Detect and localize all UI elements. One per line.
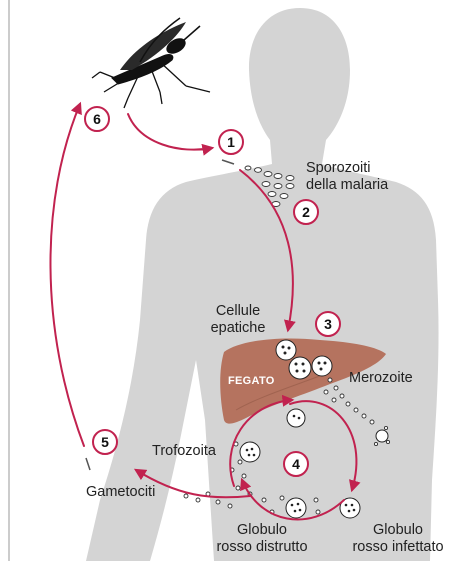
infected-rbc-label-line2: rosso infettato xyxy=(336,539,460,556)
sporozoites-label: Sporozoiti della malaria xyxy=(306,160,388,194)
step-1-badge: 1 xyxy=(218,129,244,155)
destroyed-rbc-label: Globulo rosso distrutto xyxy=(200,522,324,556)
gametocytes-label: Gametociti xyxy=(86,484,155,501)
destroyed-rbc-label-line2: rosso distrutto xyxy=(200,539,324,556)
infected-rbc-label: Globulo rosso infettato xyxy=(336,522,460,556)
arrow-back-to-mosquito xyxy=(50,104,84,446)
mosquito xyxy=(92,18,210,108)
merozoite-label: Merozoite xyxy=(349,370,413,387)
step-2-badge: 2 xyxy=(293,199,319,225)
human-silhouette xyxy=(86,0,475,561)
step-4-badge: 4 xyxy=(283,451,309,477)
hepatic-cells-label: Cellule epatiche xyxy=(198,303,278,337)
liver-label: FEGATO xyxy=(228,375,275,387)
infected-rbc-label-line1: Globulo xyxy=(336,522,460,539)
sporozoites-label-line1: Sporozoiti xyxy=(306,160,388,177)
hepatic-cells-label-line2: epatiche xyxy=(198,320,278,337)
destroyed-rbc-label-line1: Globulo xyxy=(200,522,324,539)
hepatic-cells-label-line1: Cellule xyxy=(198,303,278,320)
sporozoites-label-line2: della malaria xyxy=(306,177,388,194)
step-3-badge: 3 xyxy=(315,311,341,337)
arrow-mosquito-to-skin xyxy=(128,114,212,150)
step-5-badge: 5 xyxy=(92,429,118,455)
trophozoite-label: Trofozoita xyxy=(152,443,216,460)
step-6-badge: 6 xyxy=(84,106,110,132)
